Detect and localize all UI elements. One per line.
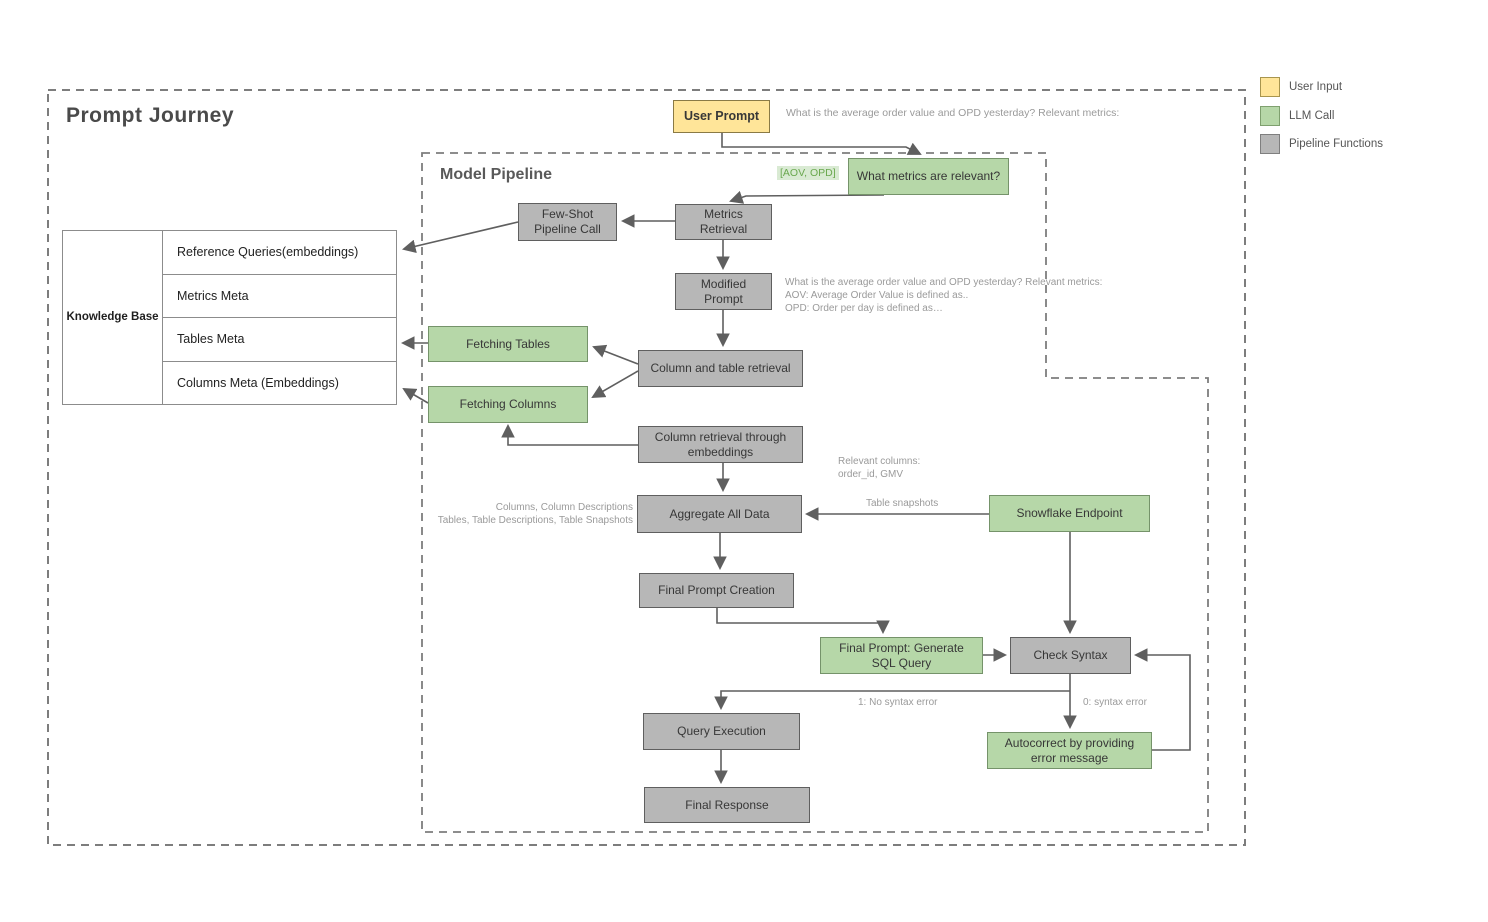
legend-label: User Input [1289, 81, 1343, 93]
annotation-line: AOV: Average Order Value is defined as.. [785, 290, 969, 301]
annotation-line: order_id, GMV [838, 469, 904, 480]
node-final-prompt-generate-sql: Final Prompt: Generate SQL Query [820, 637, 983, 674]
arrow-final-prompt-creation-to-final-prompt-sql [716, 608, 890, 635]
kb-row-tables-meta: Tables Meta [163, 318, 396, 362]
annotation-line: Columns, Column Descriptions [495, 502, 633, 513]
knowledge-base-rows: Reference Queries(embeddings) Metrics Me… [163, 231, 396, 404]
legend-label: Pipeline Functions [1289, 138, 1383, 150]
legend-item-llm-call: LLM Call [1260, 106, 1334, 126]
arrow-few-shot-to-reference-queries [402, 221, 519, 253]
arrow-what-metrics-to-metrics-retrieval [729, 190, 885, 204]
annotation-aggregate-inputs: Columns, Column Descriptions Tables, Tab… [420, 501, 633, 527]
kb-row-metrics-meta: Metrics Meta [163, 275, 396, 318]
arrow-column-retrieval-to-fetching-columns [501, 423, 638, 446]
model-pipeline-title: Model Pipeline [440, 166, 553, 183]
annotation-line: OPD: Order per day is defined as… [785, 303, 943, 314]
kb-row-reference-queries: Reference Queries(embeddings) [163, 231, 396, 275]
annotation-line: What is the average order value and OPD … [785, 277, 1103, 288]
node-fetching-tables: Fetching Tables [428, 326, 588, 362]
prompt-journey-border [47, 89, 1246, 846]
node-autocorrect: Autocorrect by providing error message [987, 732, 1152, 769]
annotation-user-prompt-text: What is the average order value and OPD … [786, 107, 1120, 119]
pipeline-functions-swatch-icon [1260, 134, 1280, 154]
node-fetching-columns: Fetching Columns [428, 386, 588, 423]
legend-item-user-input: User Input [1260, 77, 1342, 97]
node-final-prompt-creation: Final Prompt Creation [639, 573, 794, 608]
model-pipeline-border [421, 152, 1209, 833]
arrow-column-table-retrieval-to-fetching-columns [591, 370, 639, 399]
kb-row-columns-meta: Columns Meta (Embeddings) [177, 375, 339, 390]
node-final-response: Final Response [644, 787, 810, 823]
user-input-swatch-icon [1260, 77, 1280, 97]
annotation-table-snapshots: Table snapshots [866, 498, 939, 509]
node-user-prompt: User Prompt [673, 100, 770, 133]
annotation-aov-opd: [AOV, OPD] [777, 166, 839, 180]
node-aggregate-all-data: Aggregate All Data [637, 495, 802, 533]
annotation-no-syntax-error: 1: No syntax error [858, 697, 938, 708]
annotation-line: Relevant columns: [838, 456, 921, 467]
llm-call-swatch-icon [1260, 106, 1280, 126]
annotation-relevant-columns: Relevant columns: order_id, GMV [838, 455, 920, 481]
node-snowflake-endpoint: Snowflake Endpoint [989, 495, 1150, 532]
legend-label: LLM Call [1289, 110, 1335, 122]
knowledge-base-title-cell: Knowledge Base [63, 231, 163, 404]
arrow-autocorrect-to-check-syntax [1133, 648, 1191, 751]
node-metrics-retrieval: Metrics Retrieval [675, 204, 772, 240]
node-query-execution: Query Execution [643, 713, 800, 750]
node-modified-prompt: Modified Prompt [675, 273, 772, 310]
arrow-column-table-retrieval-to-fetching-tables [592, 344, 639, 365]
annotation-syntax-error: 0: syntax error [1083, 697, 1147, 708]
annotation-line: Tables, Table Descriptions, Table Snapsh… [437, 515, 633, 526]
arrow-check-syntax-to-query-execution [714, 690, 1070, 711]
prompt-journey-title: Prompt Journey [66, 104, 235, 127]
arrow-user-prompt-to-what-metrics [721, 133, 922, 155]
node-few-shot-pipeline-call: Few-Shot Pipeline Call [518, 203, 617, 241]
knowledge-base-table: Knowledge Base Reference Queries(embeddi… [62, 230, 397, 405]
node-column-and-table-retrieval: Column and table retrieval [638, 350, 803, 387]
annotation-modified-prompt: What is the average order value and OPD … [785, 276, 1102, 315]
node-column-retrieval-through-embeddings: Column retrieval through embeddings [638, 426, 803, 463]
node-what-metrics-are-relevant: What metrics are relevant? [848, 158, 1009, 195]
node-check-syntax: Check Syntax [1010, 637, 1131, 674]
arrow-fetching-columns-to-columns-meta [402, 387, 429, 404]
legend-item-pipeline-functions: Pipeline Functions [1260, 134, 1383, 154]
